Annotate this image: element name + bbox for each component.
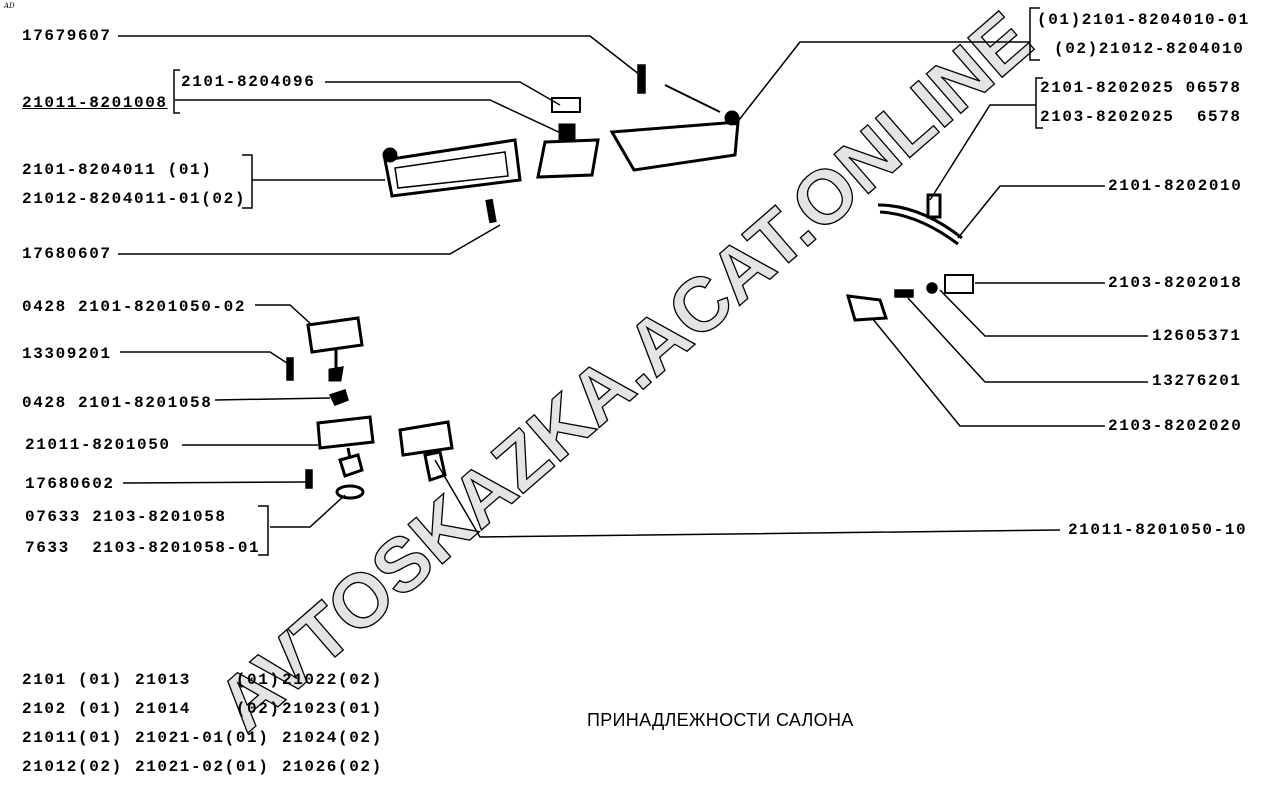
sun-visor-left <box>382 138 522 198</box>
part-label: 2101-8204096 <box>181 73 316 91</box>
model-cell: 21022(02) <box>282 671 383 689</box>
part-label: 7633 2103-8201058-01 <box>25 539 261 557</box>
part-label: 2103-8202025 6578 <box>1040 108 1242 126</box>
screw <box>485 198 497 224</box>
screw <box>286 357 294 381</box>
side-mirror-2 <box>316 415 375 478</box>
part-label: 21012-8204011-01(02) <box>22 190 247 208</box>
leader-line <box>270 494 346 528</box>
leader-line <box>907 297 1148 383</box>
part-label: (01)2101-8204010-01 <box>1037 11 1250 29</box>
leader-line <box>214 397 331 401</box>
bracket <box>173 69 180 114</box>
leader-line <box>175 99 566 136</box>
washer <box>926 282 938 294</box>
model-cell: 21026(02) <box>282 758 383 776</box>
mirror-gasket <box>335 484 365 500</box>
part-label: 2101-8202025 06578 <box>1040 79 1242 97</box>
screw <box>637 64 646 94</box>
model-cell: 21021-01(01) <box>135 729 270 747</box>
model-cell: 21014 (02) <box>135 700 281 718</box>
leader-line <box>118 224 501 255</box>
model-cell: 21024(02) <box>282 729 383 747</box>
bracket <box>258 505 269 556</box>
part-label: 2103-8202018 <box>1108 274 1243 292</box>
sun-visor-right <box>609 84 740 172</box>
screw <box>305 469 313 489</box>
part-label: 07633 2103-8201058 <box>25 508 227 526</box>
handle-cap <box>944 274 974 294</box>
part-label: 2103-8202020 <box>1108 417 1243 435</box>
part-label: 21011-8201050 <box>25 436 171 454</box>
leader-line <box>734 41 1030 126</box>
part-label: 2101-8202010 <box>1108 177 1243 195</box>
side-mirror-1 <box>306 316 364 382</box>
model-cell: 2102 (01) <box>22 700 123 718</box>
screw <box>894 289 914 298</box>
leader-line <box>434 459 1061 538</box>
leader-line <box>122 481 309 484</box>
bracket <box>242 154 253 209</box>
leader-line <box>118 35 641 76</box>
plug <box>845 294 889 322</box>
part-label: 17679607 <box>22 27 112 45</box>
model-cell: 21023(01) <box>282 700 383 718</box>
diagram-title: ПРИНАДЛЕЖНОСТИ САЛОНА <box>587 710 854 730</box>
bracket <box>1029 7 1040 61</box>
model-cell: 21013 (01) <box>135 671 281 689</box>
leader-line <box>929 104 1036 201</box>
leader-line <box>939 289 1148 337</box>
part-label: 12605371 <box>1152 327 1242 345</box>
leader-line <box>120 351 291 366</box>
model-cell: 21012(02) <box>22 758 123 776</box>
part-label: 21011-8201050-10 <box>1068 521 1248 539</box>
side-mirror-3 <box>398 420 454 482</box>
part-label: 0428 2101-8201050-02 <box>22 298 247 316</box>
part-label: 13309201 <box>22 345 112 363</box>
leader-line <box>957 185 1105 239</box>
visor-clip <box>551 97 581 113</box>
part-label: 17680602 <box>25 475 115 493</box>
leader-line <box>255 304 313 326</box>
leader-line <box>325 81 561 106</box>
leader-line <box>871 317 1105 427</box>
corner-mark: AD <box>4 2 15 10</box>
bracket <box>1035 77 1043 129</box>
part-label: 0428 2101-8201058 <box>22 394 213 412</box>
model-cell: 21021-02(01) <box>135 758 270 776</box>
model-cell: 21011(01) <box>22 729 123 747</box>
interior-mirror <box>536 123 600 179</box>
model-cell: 2101 (01) <box>22 671 123 689</box>
part-label: 17680607 <box>22 245 112 263</box>
grab-handle <box>877 193 963 246</box>
part-label: 21011-8201008 <box>22 94 168 112</box>
mirror-gasket <box>328 389 349 406</box>
part-label: (02)21012-8204010 <box>1054 40 1245 58</box>
part-label: 2101-8204011 (01) <box>22 161 213 179</box>
part-label: 13276201 <box>1152 372 1242 390</box>
